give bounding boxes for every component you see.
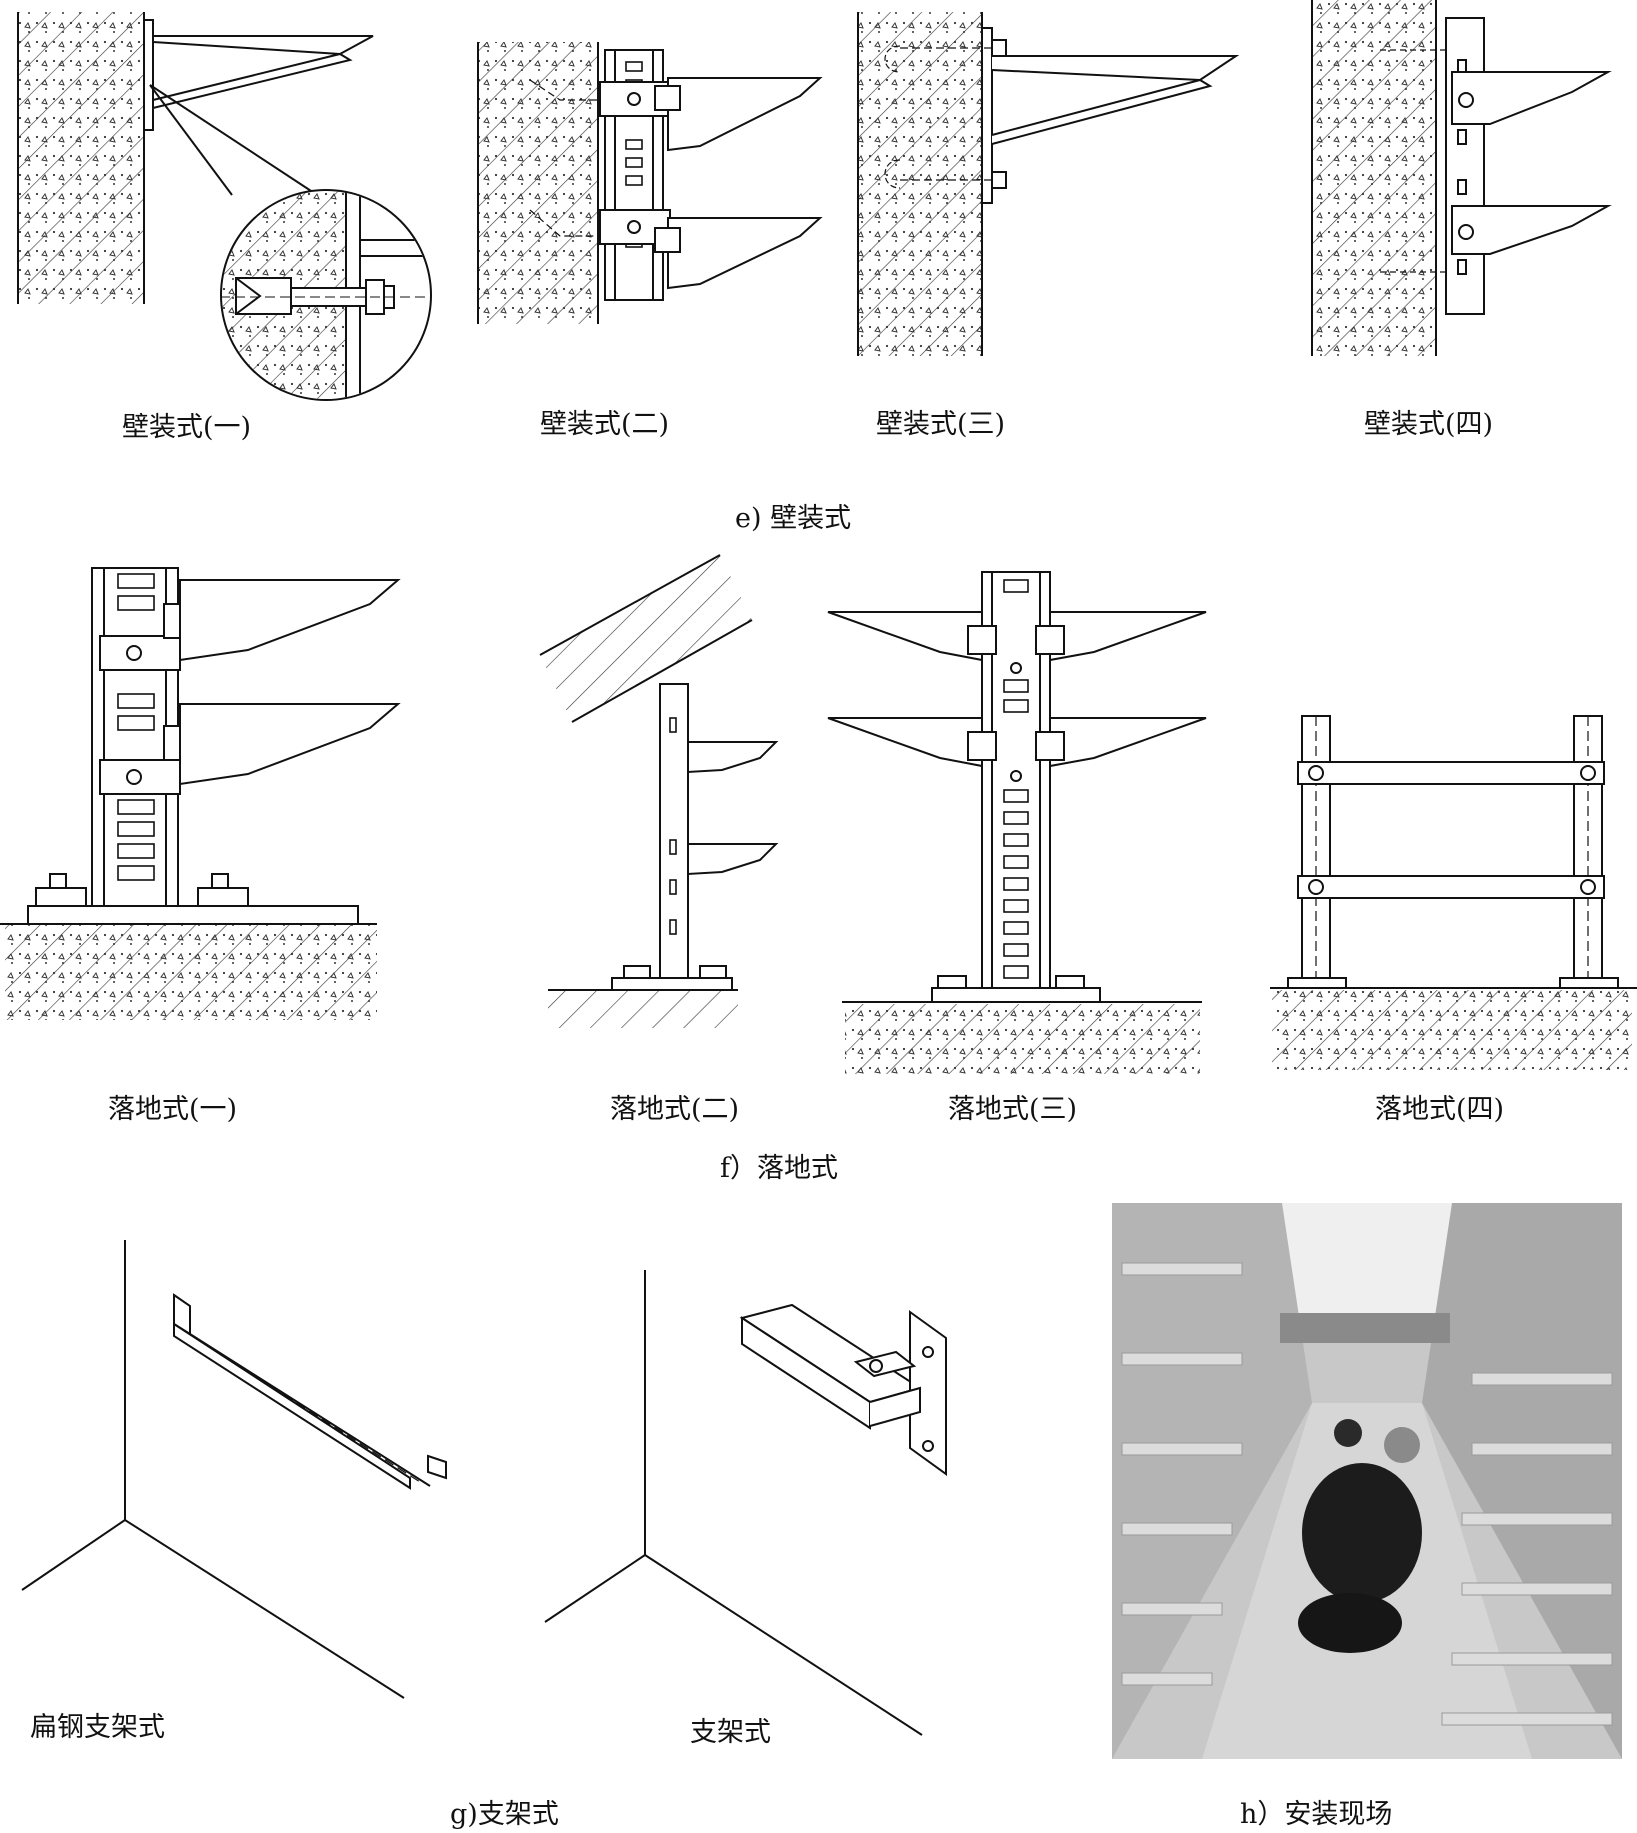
flat-steel-bracket-label: 扁钢支架式 xyxy=(30,1712,165,1743)
floor-type-1-label: 落地式(一) xyxy=(108,1094,238,1125)
wall-type-2-label: 壁装式(二) xyxy=(540,409,670,440)
floor-type-1-drawing xyxy=(0,567,401,1020)
wall-section-title: e) 壁装式 xyxy=(735,503,852,534)
site-section-title: h）安装现场 xyxy=(1240,1799,1393,1830)
wall-type-3-drawing xyxy=(857,12,1240,356)
bracket-section-title: g)支架式 xyxy=(450,1799,559,1830)
floor-type-4-label: 落地式(四) xyxy=(1375,1094,1505,1125)
wall-type-4-label: 壁装式(四) xyxy=(1364,409,1494,440)
wall-type-1-drawing xyxy=(17,12,432,401)
wall-type-4-drawing xyxy=(1311,0,1612,356)
floor-type-2-label: 落地式(二) xyxy=(610,1094,740,1125)
floor-section-title: f）落地式 xyxy=(720,1153,838,1184)
bracket-label: 支架式 xyxy=(690,1717,771,1748)
floor-type-3-drawing xyxy=(827,571,1207,1074)
wall-type-3-label: 壁装式(三) xyxy=(876,409,1006,440)
floor-type-3-label: 落地式(三) xyxy=(948,1094,1078,1125)
wall-type-1-label: 壁装式(一) xyxy=(122,412,252,443)
wall-type-2-drawing xyxy=(477,42,823,324)
installation-site-photo xyxy=(1112,1203,1622,1759)
floor-type-4-drawing xyxy=(1270,715,1637,1070)
floor-type-2-drawing xyxy=(539,554,779,1028)
bracket-drawing xyxy=(544,1270,947,1736)
flat-steel-bracket-drawing xyxy=(21,1240,447,1699)
